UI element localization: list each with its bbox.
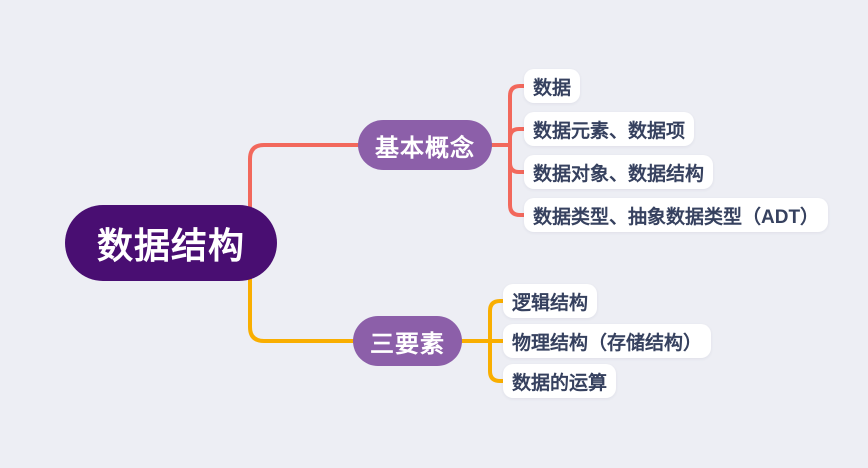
leaf-node-data-type-adt[interactable]: 数据类型、抽象数据类型（ADT） — [524, 198, 829, 232]
leaf-node-data[interactable]: 数据 — [524, 69, 581, 103]
connector-branch1-to-leaf1 — [508, 127, 529, 147]
connector-root-to-branch1 — [248, 143, 361, 220]
connector-branch1-to-leaf0 — [508, 84, 529, 147]
connector-branch1-to-leaf3 — [508, 143, 529, 217]
connector-branch2-to-leaf0 — [488, 299, 508, 343]
branch-node-three-elements[interactable]: 三要素 — [353, 316, 462, 366]
leaf-node-data-operations[interactable]: 数据的运算 — [503, 364, 617, 398]
leaf-node-physical-storage-structure[interactable]: 物理结构（存储结构） — [503, 324, 712, 358]
leaf-node-logical-structure[interactable]: 逻辑结构 — [503, 284, 598, 318]
root-node-data-structure[interactable]: 数据结构 — [65, 205, 278, 281]
leaf-node-data-object-data-structure[interactable]: 数据对象、数据结构 — [524, 155, 714, 189]
connector-root-to-branch2 — [248, 266, 357, 343]
connector-branch2-to-leaf2 — [488, 339, 508, 383]
branch-node-basic-concepts[interactable]: 基本概念 — [358, 120, 492, 170]
leaf-node-data-element-data-item[interactable]: 数据元素、数据项 — [524, 112, 695, 146]
